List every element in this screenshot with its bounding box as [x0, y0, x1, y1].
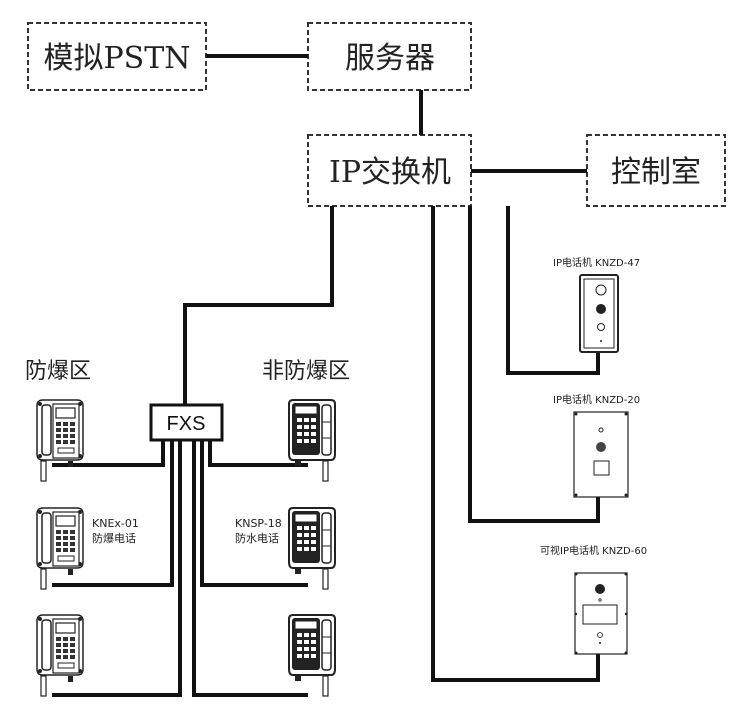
ex-phone-model: KNEx-01 — [92, 517, 139, 530]
waterproof-phone-icon — [288, 399, 336, 482]
ip-phone-knzd20-icon — [573, 411, 629, 498]
waterproof-phone-icon — [288, 507, 336, 590]
ip-video-phone-knzd60-icon — [574, 572, 628, 655]
pstn-node: 模拟PSTN — [27, 22, 207, 91]
explosion-proof-phone-icon — [36, 507, 84, 590]
backbone-links — [183, 54, 600, 682]
waterproof-phone-icon — [288, 614, 336, 697]
link-fxs-ex-1 — [52, 440, 165, 467]
ip-phone-label-knzd47: IP电话机 KNZD-47 — [553, 256, 640, 269]
explosion-proof-phone-icon — [36, 614, 84, 697]
link-fxs-ex-3 — [52, 440, 182, 697]
link-fxs-wp-1 — [208, 440, 308, 467]
link-fxs-ex-2 — [52, 440, 174, 587]
zone-label-explosion-proof: 防爆区 — [25, 359, 91, 384]
ip-phone-knzd47-icon — [579, 274, 619, 353]
explosion-proof-phone-icon — [36, 399, 84, 482]
link-switch-knzd20 — [468, 206, 600, 523]
fxs-label: FXS — [167, 413, 206, 435]
link-switch-knzd60 — [431, 206, 600, 682]
wp-phone-name: 防水电话 — [235, 531, 279, 545]
link-fxs-wp-3 — [192, 440, 308, 697]
ip-switch-label: IP交换机 — [329, 155, 451, 190]
fxs-node: FXS — [149, 403, 224, 442]
control-room-node: 控制室 — [586, 134, 726, 207]
ip-switch-node: IP交换机 — [307, 134, 472, 207]
wp-phone-model: KNSP-18 — [235, 517, 282, 530]
server-node: 服务器 — [307, 22, 472, 91]
ip-phone-label-knzd20: IP电话机 KNZD-20 — [553, 393, 640, 406]
ip-phone-label-knzd60: 可视IP电话机 KNZD-60 — [540, 544, 647, 557]
server-label: 服务器 — [345, 41, 435, 76]
link-fxs-wp-2 — [200, 440, 308, 587]
control-room-label: 控制室 — [611, 155, 701, 190]
fxs-links — [52, 440, 308, 697]
zone-label-non-explosion-proof: 非防爆区 — [262, 359, 350, 384]
link-switch-fxs — [183, 206, 334, 405]
link-switch-knzd47 — [506, 206, 600, 375]
pstn-label: 模拟PSTN — [44, 41, 191, 76]
ex-phone-name: 防爆电话 — [92, 531, 136, 545]
